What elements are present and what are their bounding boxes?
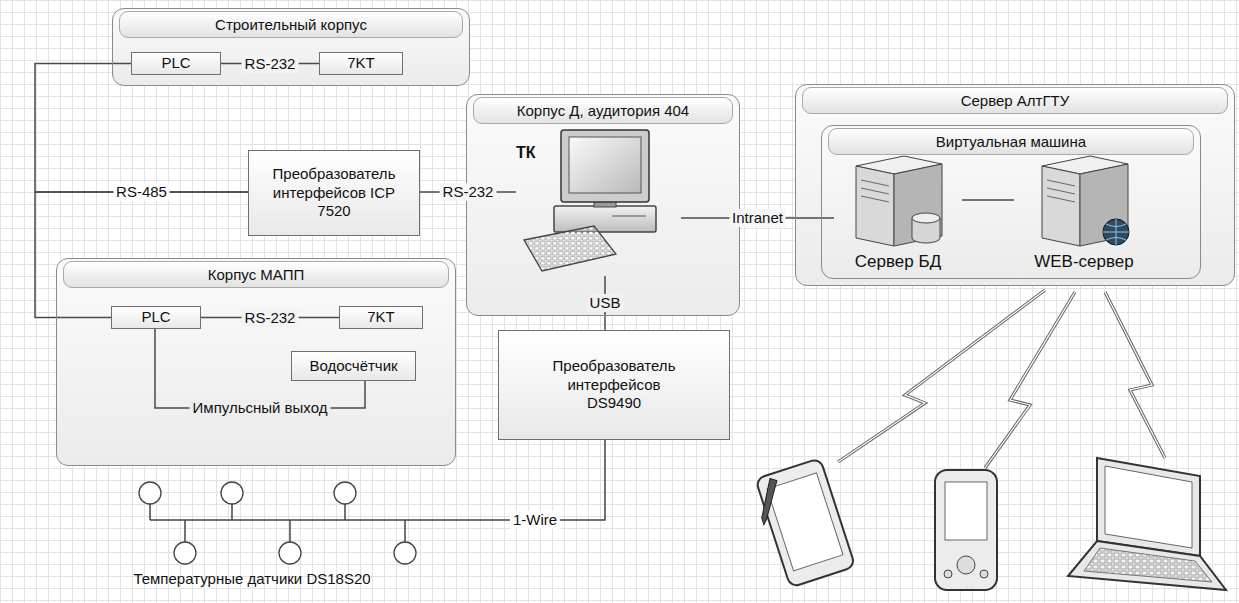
group-fills [57, 9, 1235, 466]
pc-monitor [561, 130, 649, 202]
sensor-stem [184, 520, 186, 542]
pda-body [935, 470, 997, 590]
sensor-stem [404, 520, 406, 542]
computer-icon [516, 126, 681, 276]
group-box: Корпус МАПП PLC 7KT Водосчётчик [56, 258, 456, 466]
group-fill [467, 95, 740, 316]
group-heading: Строительный корпус [119, 11, 463, 38]
text-label: Температурные датчики DS18S20 [130, 570, 373, 588]
sensor-circle [139, 482, 161, 504]
group-box: Корпус Д, аудитория 404ТК [466, 94, 740, 316]
group-box: Виртуальная машинаСервер БД WEB-сервер [821, 125, 1201, 279]
laptop-lid [1097, 458, 1200, 556]
node-label: PLC [161, 54, 190, 73]
group-fill [57, 259, 456, 466]
pda-screen [945, 482, 987, 540]
group-box: Сервер АлтГТУ Виртуальная машинаСервер БД… [795, 84, 1235, 286]
wireless-bolt [985, 292, 1075, 468]
interface-label: Импульсный выход [190, 399, 331, 417]
interface-label: Intranet [729, 209, 786, 227]
server-icon [834, 152, 962, 250]
node-label: Сервер БД [834, 252, 962, 272]
wireless-bolt [838, 290, 1045, 462]
interface-label: RS-232 [242, 55, 299, 73]
pda-button [957, 556, 975, 574]
node-label: Водосчётчик [309, 357, 397, 376]
group-fill [796, 85, 1235, 286]
wireless-bolt [1105, 292, 1165, 458]
interface-label: RS-485 [113, 183, 170, 201]
device-box: Преобразователь интерфейсов DS9490 [498, 330, 730, 440]
pc-screen [569, 137, 641, 193]
sensor-stem [344, 504, 346, 520]
device-box: PLC [111, 306, 201, 329]
node-label: Преобразователь интерфейсов DS9490 [547, 357, 681, 413]
device-box: 7KT [319, 52, 403, 75]
sensor-stem [289, 520, 291, 542]
server-tower [1042, 156, 1129, 246]
laptop-screen [1105, 466, 1192, 548]
interface-label: USB [587, 294, 624, 312]
tablet-screen [767, 473, 843, 571]
laptop-icon [1068, 458, 1226, 590]
group-box: Строительный корпусPLC 7KT [112, 8, 470, 86]
sensor-circle [394, 542, 416, 564]
node-label: PLC [141, 308, 170, 327]
connector-line [962, 199, 1014, 201]
pda-icon [935, 470, 997, 590]
device-box: 7KT [339, 306, 423, 329]
group-fill [822, 126, 1201, 279]
node-label: 7KT [347, 54, 375, 73]
pc-keyboard [524, 226, 616, 271]
pc-drive [612, 216, 646, 217]
wireless-bolt [985, 292, 1075, 468]
wireless-bolt [1105, 292, 1165, 458]
device-box: PLC [131, 52, 221, 75]
node-label: 7KT [367, 308, 395, 327]
sensor-circle [334, 482, 356, 504]
group-heading: Корпус МАПП [63, 261, 449, 288]
interface-label: RS-232 [242, 309, 299, 327]
tablet-icon [750, 458, 856, 589]
sensor-stem [231, 504, 233, 520]
interface-label: RS-232 [440, 183, 497, 201]
connector-line [35, 64, 248, 193]
connector-line [35, 192, 248, 318]
node-label: Преобразователь интерфейсов ICP 7520 [269, 165, 399, 221]
server-icon [1014, 152, 1154, 250]
laptop-base [1068, 541, 1226, 590]
sensor-circle [279, 542, 301, 564]
group-fill [113, 9, 470, 86]
group-heading: Сервер АлтГТУ [802, 87, 1228, 114]
sensor-circle [221, 482, 243, 504]
server-node: Сервер БД [834, 152, 962, 276]
node-label: WEB-сервер [1014, 252, 1154, 272]
pc-case [554, 206, 656, 232]
sensor-circle [174, 542, 196, 564]
pda-button [944, 570, 952, 578]
node-label: ТК [516, 144, 536, 162]
group-heading: Корпус Д, аудитория 404 [473, 97, 733, 124]
wireless-links [838, 290, 1165, 468]
tablet-body [755, 458, 855, 587]
pda-button [980, 570, 988, 578]
device-box: Водосчётчик [291, 351, 416, 381]
group-heading: Виртуальная машина [828, 128, 1194, 155]
computer-node: ТК [516, 126, 681, 276]
device-box: Преобразователь интерфейсов ICP 7520 [248, 150, 420, 236]
stylus [751, 477, 789, 525]
laptop-keyboard [1084, 548, 1212, 582]
wireless-bolt [838, 290, 1045, 462]
server-node: WEB-сервер [1014, 152, 1154, 276]
sensor-stem [149, 504, 151, 520]
temperature-sensors [139, 482, 416, 564]
text-label: 1-Wire [510, 511, 560, 529]
server-tower [856, 156, 942, 246]
